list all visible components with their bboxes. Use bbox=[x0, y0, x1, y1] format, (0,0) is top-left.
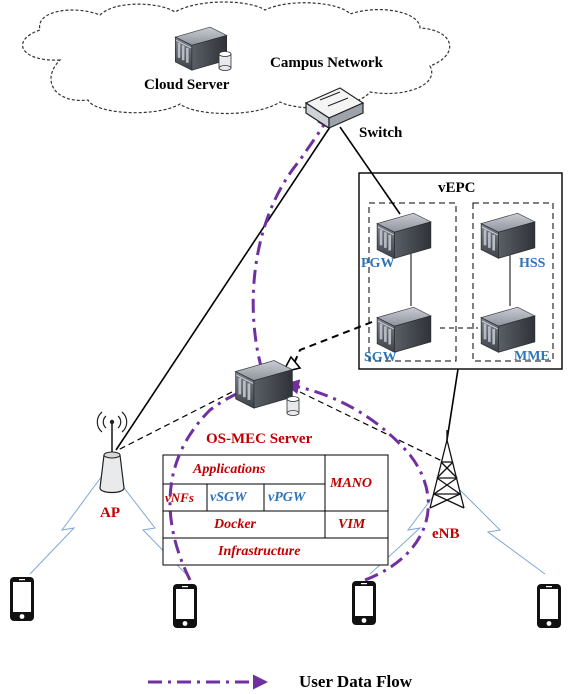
stack-infrastructure: Infrastructure bbox=[218, 544, 301, 559]
vepc-box bbox=[358, 172, 563, 370]
mec-server-icon bbox=[235, 360, 293, 409]
stack-vsgw: vSGW bbox=[210, 490, 247, 505]
vepc-left-group bbox=[368, 202, 457, 362]
mec-stack-table bbox=[162, 454, 389, 566]
link-mec-enb bbox=[299, 391, 445, 463]
os-mec-server-label: OS-MEC Server bbox=[206, 431, 313, 447]
stack-vim: VIM bbox=[338, 517, 366, 532]
sgw-server-icon bbox=[376, 306, 432, 353]
mme-label: MME bbox=[514, 349, 550, 364]
smartphone-icon bbox=[537, 584, 561, 628]
stack-vnfs: vNFs bbox=[165, 490, 194, 505]
access-point-icon bbox=[96, 411, 128, 494]
database-icon bbox=[286, 396, 300, 416]
link-vepc-enb bbox=[446, 368, 459, 441]
hss-label: HSS bbox=[519, 256, 546, 271]
smartphone-icon bbox=[352, 581, 376, 625]
link-mec-ap bbox=[117, 391, 233, 451]
vepc-right-group bbox=[472, 202, 554, 362]
enb-label: eNB bbox=[432, 526, 460, 542]
database-icon bbox=[218, 51, 232, 71]
ap-label: AP bbox=[100, 505, 120, 521]
switch-icon bbox=[304, 87, 365, 130]
stack-mano: MANO bbox=[330, 476, 373, 491]
pgw-label: PGW bbox=[361, 256, 395, 271]
vepc-label: vEPC bbox=[438, 180, 476, 196]
user-data-flow bbox=[168, 112, 430, 582]
pgw-server-icon bbox=[376, 212, 432, 259]
cloud-server-label: Cloud Server bbox=[144, 77, 230, 93]
smartphone-icon bbox=[173, 584, 197, 628]
stack-applications: Applications bbox=[193, 462, 266, 477]
link-ap-switch bbox=[115, 126, 331, 451]
legend-user-data-flow-label: User Data Flow bbox=[299, 672, 412, 691]
link-switch-pgw bbox=[339, 126, 401, 215]
stack-vpgw: vPGW bbox=[268, 490, 306, 505]
wireless-link bbox=[369, 489, 439, 575]
campus-network-label: Campus Network bbox=[270, 55, 383, 71]
stack-docker: Docker bbox=[214, 517, 256, 532]
mme-server-icon bbox=[480, 306, 536, 353]
smartphone-icon bbox=[10, 577, 34, 621]
cloud-icon bbox=[21, 1, 451, 115]
switch-label: Switch bbox=[359, 125, 403, 141]
link-sgw-mec-arrow bbox=[291, 321, 373, 369]
sgw-label: SGW bbox=[364, 350, 397, 365]
cell-tower-icon bbox=[429, 430, 465, 509]
hss-server-icon bbox=[480, 212, 536, 259]
wireless-link bbox=[459, 489, 546, 575]
wireless-link bbox=[29, 475, 103, 575]
